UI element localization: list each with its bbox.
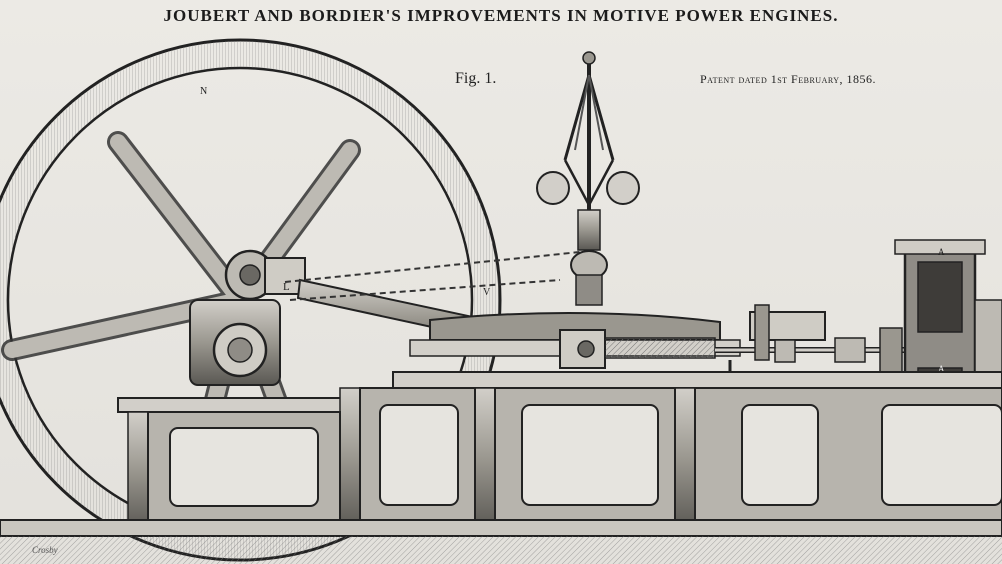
engraver-signature: Crosby [32, 545, 58, 555]
patent-note: Patent dated 1st February, 1856. [700, 72, 877, 86]
valve-rod-label: V [483, 287, 491, 298]
document-title: JOUBERT AND BORDIER'S IMPROVEMENTS IN MO… [163, 6, 839, 25]
cylinder-bottom-label: A [938, 364, 945, 374]
engine-bed [0, 371, 1002, 564]
crank-label: L [283, 281, 290, 293]
figure-label: Fig. 1. [455, 70, 497, 87]
flywheel-label: N [200, 86, 207, 97]
crank-assembly: L [189, 249, 306, 386]
cylinder-top-label: A [938, 247, 945, 257]
governor [536, 51, 640, 306]
